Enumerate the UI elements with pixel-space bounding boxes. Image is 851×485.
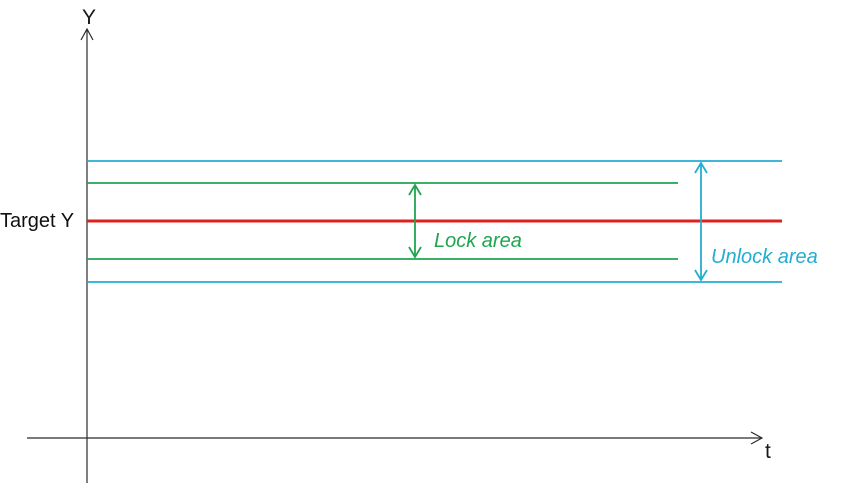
unlock-area-arrowhead-bottom — [694, 269, 708, 282]
x-axis-arrowhead — [750, 431, 764, 445]
y-axis-arrowhead — [80, 27, 94, 41]
unlock-area-label: Unlock area — [711, 246, 818, 268]
lock-area-arrowhead-bottom — [408, 246, 422, 259]
unlock-area-arrowhead-top — [694, 161, 708, 174]
y-axis-label: Y — [82, 6, 96, 29]
lock-area-arrowhead-top — [408, 183, 422, 196]
x-axis-label: t — [765, 440, 771, 463]
target-label: Target Y — [0, 210, 74, 232]
lock-area-label: Lock area — [434, 230, 522, 252]
